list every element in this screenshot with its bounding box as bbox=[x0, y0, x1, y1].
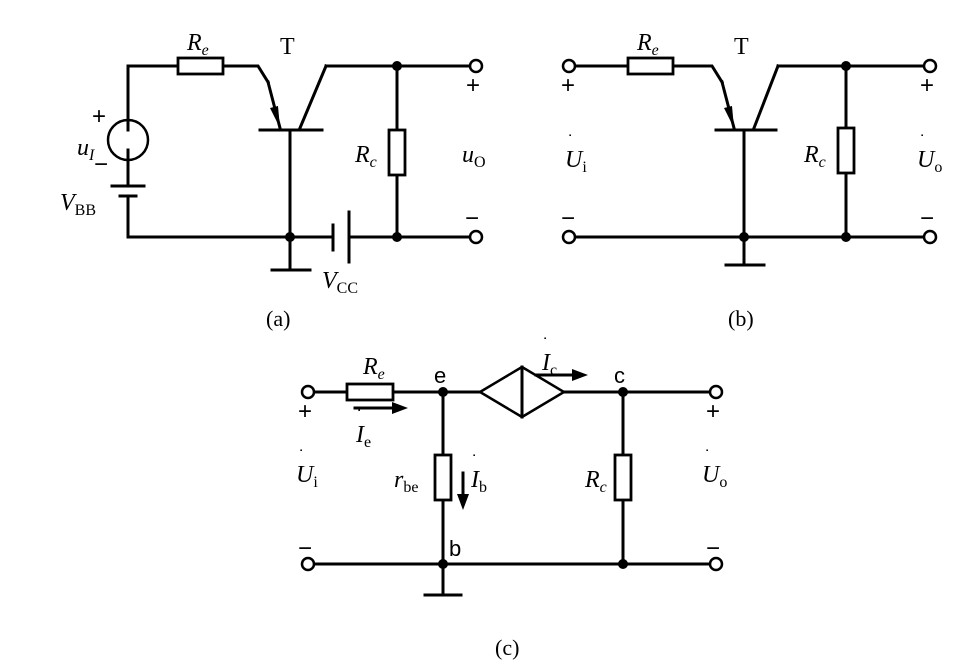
resistor-Re-c bbox=[345, 382, 395, 402]
terminal-icon bbox=[561, 229, 577, 245]
svg-text:−: − bbox=[94, 151, 108, 178]
terminal-icon bbox=[468, 229, 484, 245]
svg-text:uO: uO bbox=[462, 142, 486, 171]
terminal-icon bbox=[922, 229, 938, 245]
current-arrow-icon bbox=[392, 402, 408, 414]
svg-text:Re: Re bbox=[362, 354, 385, 383]
resistor-Rc-a bbox=[387, 128, 407, 177]
node-c-label: c bbox=[614, 363, 625, 388]
svg-text:−: − bbox=[465, 205, 479, 232]
svg-text:Ic: Ic bbox=[541, 350, 557, 379]
emitter-arrow-icon bbox=[724, 106, 734, 128]
svg-text:Rc: Rc bbox=[584, 467, 607, 496]
terminal-icon bbox=[561, 58, 577, 74]
svg-text:−: − bbox=[920, 205, 934, 232]
svg-text:Re: Re bbox=[186, 30, 209, 59]
svg-text:Re: Re bbox=[636, 30, 659, 59]
circuit-b: Re T + + Ui ˙ Rc Uo ˙ − − (b) bbox=[561, 30, 942, 331]
svg-text:+: + bbox=[92, 103, 106, 130]
svg-text:−: − bbox=[706, 535, 720, 562]
svg-text:Rc: Rc bbox=[354, 142, 377, 171]
terminal-icon bbox=[468, 58, 484, 74]
terminal-icon bbox=[300, 384, 316, 400]
emitter-arrow-icon bbox=[270, 106, 280, 128]
resistor-Rc-b bbox=[836, 126, 856, 175]
current-arrow-icon bbox=[457, 494, 469, 510]
svg-text:Uo: Uo bbox=[702, 462, 727, 491]
svg-text:Ui: Ui bbox=[296, 462, 318, 491]
circuit-c: Re e c b Ie ˙ Ic ˙ Ib ˙ rbe Rc + + Ui ˙ … bbox=[296, 335, 727, 660]
svg-text:uI: uI bbox=[77, 135, 95, 164]
svg-text:VCC: VCC bbox=[322, 268, 358, 297]
svg-text:Ib: Ib bbox=[470, 467, 487, 496]
svg-text:Ui: Ui bbox=[565, 147, 587, 176]
resistor-Re-a bbox=[176, 56, 225, 76]
svg-text:−: − bbox=[298, 535, 312, 562]
caption-c: (c) bbox=[495, 635, 519, 660]
svg-text:Uo: Uo bbox=[917, 147, 942, 176]
svg-text:˙: ˙ bbox=[568, 132, 574, 152]
svg-text:−: − bbox=[561, 205, 575, 232]
svg-text:+: + bbox=[466, 72, 480, 99]
voltage-source-uI bbox=[106, 118, 150, 162]
svg-text:+: + bbox=[561, 72, 575, 99]
transistor-label: T bbox=[280, 34, 295, 60]
resistor-rbe bbox=[433, 453, 453, 502]
current-arrow-icon bbox=[572, 369, 588, 381]
node-e-label: e bbox=[434, 363, 446, 388]
svg-text:+: + bbox=[298, 398, 312, 425]
svg-text:˙: ˙ bbox=[299, 447, 305, 467]
svg-text:T: T bbox=[734, 34, 749, 60]
svg-text:˙: ˙ bbox=[920, 132, 926, 152]
resistor-Re-b bbox=[626, 56, 675, 76]
node-b-label: b bbox=[449, 536, 461, 561]
svg-text:rbe: rbe bbox=[394, 467, 418, 496]
caption-b: (b) bbox=[728, 306, 754, 331]
terminal-icon bbox=[708, 384, 724, 400]
svg-text:˙: ˙ bbox=[543, 335, 549, 355]
terminal-icon bbox=[922, 58, 938, 74]
circuit-a: Re T + uI − VBB VCC Rc + uO − (a) bbox=[60, 30, 486, 331]
terminal-icon bbox=[708, 556, 724, 572]
svg-text:VBB: VBB bbox=[60, 190, 96, 219]
svg-text:+: + bbox=[920, 72, 934, 99]
resistor-Rc-c bbox=[613, 453, 633, 502]
svg-text:+: + bbox=[706, 398, 720, 425]
svg-text:˙: ˙ bbox=[357, 407, 363, 427]
svg-text:˙: ˙ bbox=[472, 452, 478, 472]
caption-a: (a) bbox=[266, 306, 290, 331]
svg-text:Rc: Rc bbox=[803, 142, 826, 171]
svg-text:Ie: Ie bbox=[355, 422, 371, 451]
terminal-icon bbox=[300, 556, 316, 572]
svg-text:˙: ˙ bbox=[705, 447, 711, 467]
